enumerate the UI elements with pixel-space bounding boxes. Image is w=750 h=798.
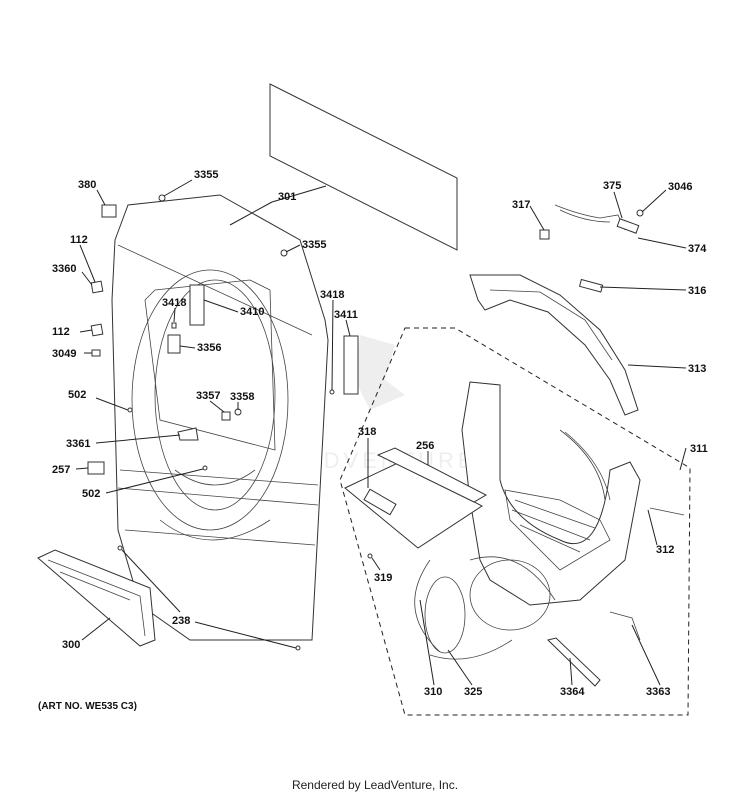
callout-316: 316 (688, 285, 706, 297)
callout-3049: 3049 (52, 348, 76, 360)
callout-312: 312 (656, 544, 674, 556)
callout-502-top: 502 (68, 389, 86, 401)
wire-harness (539, 204, 644, 240)
callout-3360: 3360 (52, 263, 76, 275)
callout-3361: 3361 (66, 438, 90, 450)
callout-375: 375 (603, 180, 621, 192)
callout-3355-right: 3355 (302, 239, 326, 251)
callout-3355-top: 3355 (194, 169, 218, 181)
bearing-ring (469, 274, 639, 416)
callout-311: 311 (690, 443, 708, 455)
callout-238: 238 (172, 615, 190, 627)
callout-3358: 3358 (230, 391, 254, 403)
callout-325: 325 (464, 686, 482, 698)
art-number: (ART NO. WE535 C3) (38, 701, 137, 712)
callout-labels: 380 3355 301 3355 112 3360 112 3049 3418… (38, 169, 708, 712)
callout-313: 313 (688, 363, 706, 375)
callout-3357: 3357 (196, 390, 220, 402)
callout-3356: 3356 (197, 342, 221, 354)
lint-drawer (37, 549, 156, 647)
callout-374: 374 (688, 243, 707, 255)
callout-317: 317 (512, 199, 530, 211)
assembly-boundary (339, 327, 691, 716)
callout-112-bottom: 112 (52, 326, 70, 338)
callout-3364: 3364 (560, 686, 585, 698)
callout-380: 380 (78, 179, 96, 191)
callout-502-bottom: 502 (82, 488, 100, 500)
callout-3418-right: 3418 (320, 289, 344, 301)
callout-300: 300 (62, 639, 80, 651)
footer-credit: Rendered by LeadVenture, Inc. (291, 778, 459, 792)
front-bulkhead (461, 381, 641, 631)
front-panel (111, 194, 329, 641)
callout-256: 256 (416, 440, 434, 452)
sensor-parts (547, 611, 641, 687)
front-small-parts (87, 194, 359, 651)
top-panel (269, 83, 458, 251)
leader-lines (75, 179, 687, 686)
callout-318: 318 (358, 426, 376, 438)
callout-257: 257 (52, 464, 70, 476)
callout-3363: 3363 (646, 686, 670, 698)
gaskets (414, 429, 685, 660)
callout-310: 310 (424, 686, 442, 698)
callout-3046: 3046 (668, 181, 692, 193)
callout-3410: 3410 (240, 306, 264, 318)
callout-319: 319 (374, 572, 392, 584)
callout-3418-left: 3418 (162, 297, 186, 309)
callout-112-top: 112 (70, 234, 88, 246)
heater-cover (344, 447, 488, 559)
part-380-shape (101, 204, 117, 218)
callout-301: 301 (278, 191, 296, 203)
callout-3411: 3411 (334, 309, 358, 321)
